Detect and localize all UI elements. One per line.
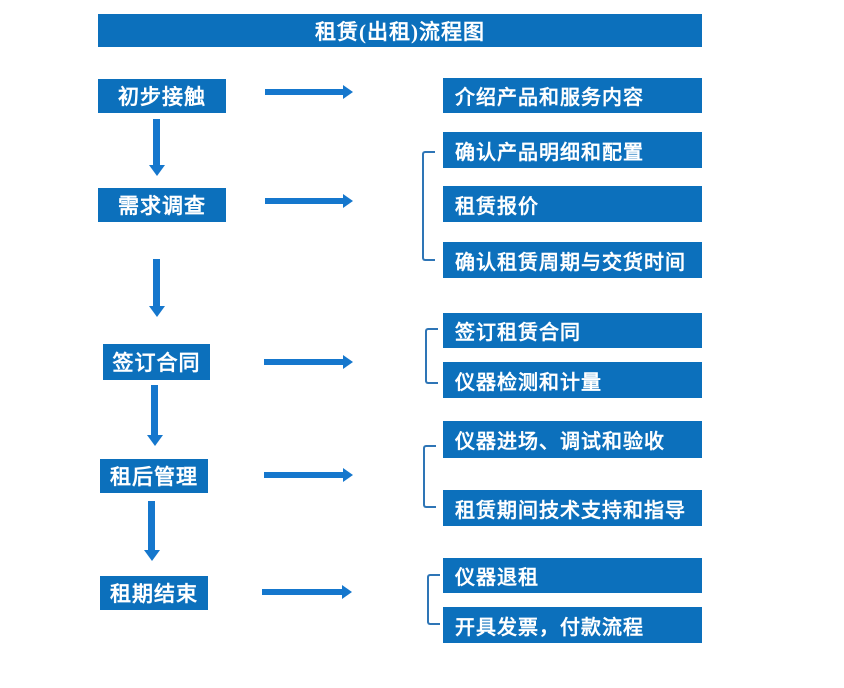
down-arrow-head (147, 435, 163, 446)
step-demand-survey: 需求调查 (98, 188, 226, 222)
down-arrow-1 (149, 119, 165, 176)
right-arrow-shaft (264, 359, 344, 365)
group-bracket-demand-survey (422, 151, 435, 261)
right-arrow-head (343, 355, 353, 369)
detail-introduce-products: 介绍产品和服务内容 (443, 78, 702, 113)
down-arrow-shaft (148, 501, 155, 551)
right-arrow-head (342, 585, 352, 599)
detail-confirm-product-config: 确认产品明细和配置 (443, 132, 702, 168)
step-rental-end: 租期结束 (100, 576, 208, 610)
flowchart-title: 租赁(出租)流程图 (98, 14, 702, 47)
right-arrow-shaft (265, 198, 344, 204)
detail-tech-support: 租赁期间技术支持和指导 (443, 490, 702, 526)
down-arrow-head (149, 165, 165, 176)
right-arrow-4 (264, 468, 353, 482)
down-arrow-3 (147, 385, 163, 446)
detail-confirm-period-delivery: 确认租赁周期与交货时间 (443, 242, 702, 278)
right-arrow-1 (265, 85, 353, 99)
right-arrow-head (343, 468, 353, 482)
right-arrow-shaft (264, 472, 344, 478)
right-arrow-shaft (262, 589, 343, 595)
step-sign-contract: 签订合同 (103, 344, 210, 380)
down-arrow-head (144, 550, 160, 561)
detail-instrument-return: 仪器退租 (443, 558, 702, 593)
step-initial-contact: 初步接触 (98, 79, 226, 113)
down-arrow-shaft (153, 119, 160, 166)
group-bracket-rental-end (427, 574, 440, 625)
right-arrow-head (343, 85, 353, 99)
right-arrow-shaft (265, 89, 344, 95)
down-arrow-2 (149, 259, 165, 317)
detail-instrument-setup-acceptance: 仪器进场、调试和验收 (443, 421, 702, 458)
group-bracket-sign-contract (425, 328, 438, 384)
detail-instrument-test-measure: 仪器检测和计量 (443, 362, 702, 398)
right-arrow-3 (264, 355, 353, 369)
down-arrow-head (149, 306, 165, 317)
detail-sign-rental-contract: 签订租赁合同 (443, 313, 702, 348)
group-bracket-post-rental (423, 445, 436, 508)
down-arrow-shaft (151, 385, 158, 436)
detail-rental-quote: 租赁报价 (443, 186, 702, 222)
right-arrow-5 (262, 585, 352, 599)
detail-invoice-payment: 开具发票，付款流程 (443, 607, 702, 643)
down-arrow-shaft (153, 259, 160, 307)
down-arrow-4 (144, 501, 160, 561)
step-post-rental-management: 租后管理 (100, 459, 208, 493)
right-arrow-2 (265, 194, 353, 208)
right-arrow-head (343, 194, 353, 208)
